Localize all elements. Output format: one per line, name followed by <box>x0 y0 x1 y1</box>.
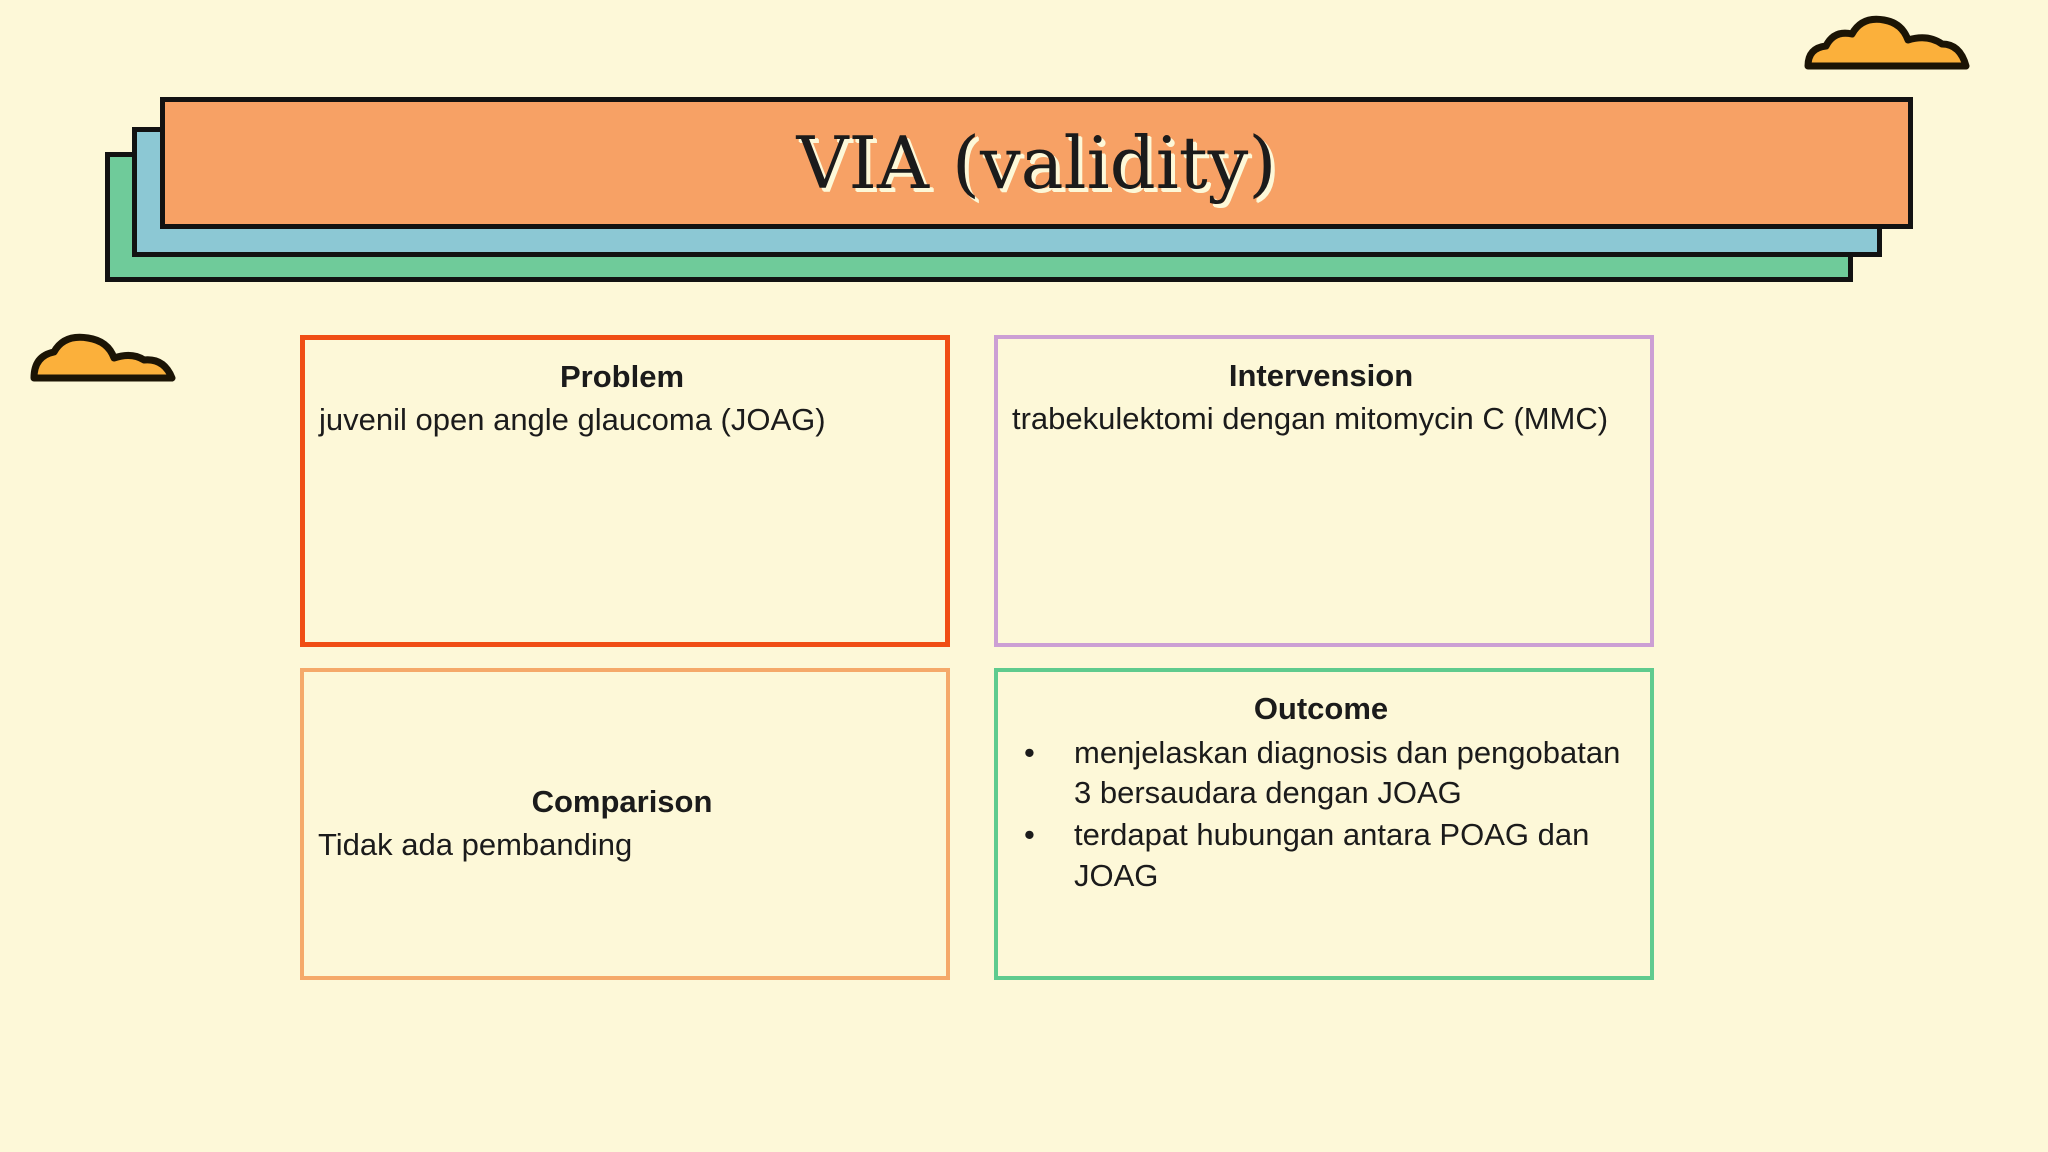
pico-box-outcome: Outcome • menjelaskan diagnosis dan peng… <box>994 668 1654 980</box>
comparison-title: Comparison <box>531 784 713 820</box>
header-banner-stack: VIA (validity) <box>0 0 2048 300</box>
list-item: • menjelaskan diagnosis dan pengobatan 3… <box>1012 733 1630 814</box>
intervension-title: Intervension <box>1228 358 1414 393</box>
banner-layer-front: VIA (validity) <box>160 97 1913 229</box>
list-item: • terdapat hubungan antara POAG dan JOAG <box>1012 815 1630 896</box>
outcome-bullet-list: • menjelaskan diagnosis dan pengobatan 3… <box>1012 733 1630 896</box>
cloud-mid-left-icon <box>28 330 198 386</box>
intervension-body: trabekulektomi dengan mitomycin C (MMC) <box>1012 400 1609 436</box>
page-title: VIA (validity) <box>796 121 1277 205</box>
list-item-label: terdapat hubungan antara POAG dan JOAG <box>1074 817 1590 893</box>
outcome-title: Outcome <box>1253 691 1389 726</box>
problem-body: juvenil open angle glaucoma (JOAG) <box>319 401 826 437</box>
bullet-icon: • <box>1024 734 1035 770</box>
problem-title: Problem <box>559 359 685 394</box>
pico-box-intervension: Intervension trabekulektomi dengan mitom… <box>994 335 1654 647</box>
pico-box-comparison: Comparison Tidak ada pembanding <box>300 668 950 980</box>
list-item-label: menjelaskan diagnosis dan pengobatan 3 b… <box>1074 734 1621 811</box>
pico-grid: Problem juvenil open angle glaucoma (JOA… <box>300 335 1660 980</box>
pico-box-problem: Problem juvenil open angle glaucoma (JOA… <box>300 335 950 647</box>
comparison-body: Tidak ada pembanding <box>318 827 633 862</box>
bullet-icon: • <box>1024 817 1035 853</box>
